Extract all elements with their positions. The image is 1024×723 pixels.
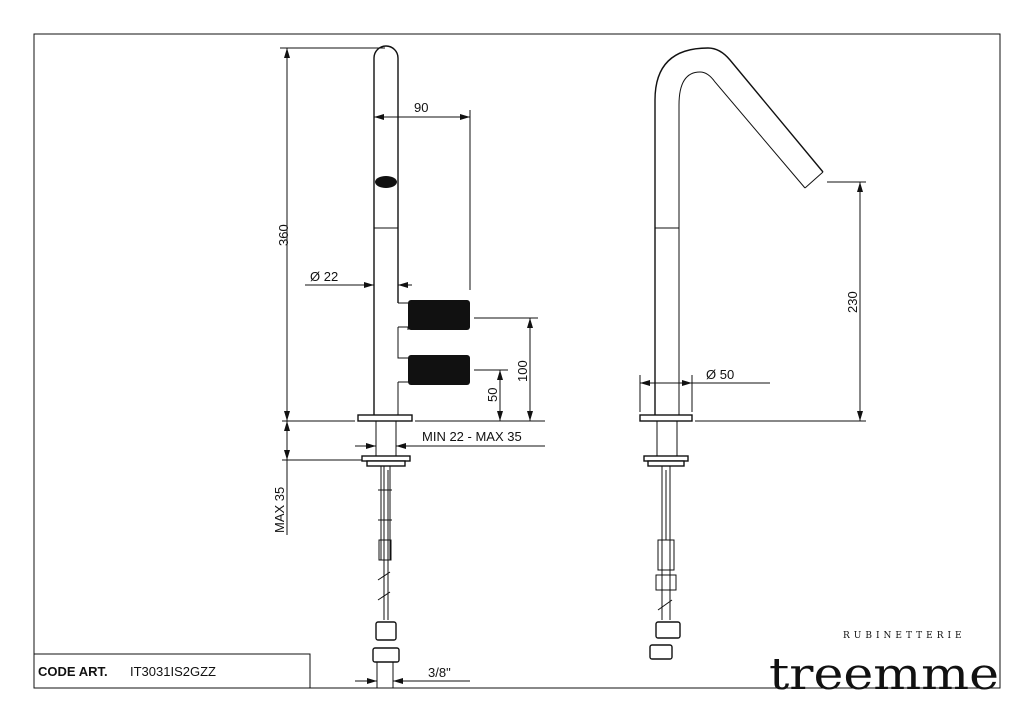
brand-logo: RUBINETTERIE treemme <box>769 631 999 700</box>
upper-handle <box>408 300 470 330</box>
dim-deck-thickness: MIN 22 - MAX 35 <box>422 429 522 444</box>
code-label: CODE ART. <box>38 664 108 679</box>
code-value: IT3031IS2GZZ <box>130 664 216 679</box>
dim-spout-height: 230 <box>845 291 860 313</box>
front-view-faucet <box>357 45 470 663</box>
dim-tube-diameter: Ø 22 <box>310 269 338 284</box>
dim-max-deck: MAX 35 <box>272 487 287 533</box>
lower-handle <box>408 355 470 385</box>
logo-brand: treemme <box>769 649 999 700</box>
front-view-dimensions: 360 90 Ø 22 100 50 MIN 22 - MAX 35 MAX 3… <box>272 47 545 688</box>
dim-hose-connection: 3/8" <box>428 665 451 680</box>
sheet-border <box>33 33 1001 689</box>
sensor-icon <box>375 176 397 188</box>
title-block: CODE ART. IT3031IS2GZZ <box>33 653 311 689</box>
side-view-dimensions: 230 Ø 50 <box>639 181 866 422</box>
dim-base-diameter: Ø 50 <box>706 367 734 382</box>
dim-total-height: 360 <box>276 224 291 246</box>
side-view-faucet <box>639 47 824 660</box>
dim-lower-handle: 50 <box>485 388 500 402</box>
dim-spout-reach: 90 <box>414 100 428 115</box>
logo-tagline: RUBINETTERIE <box>843 631 966 641</box>
dim-upper-handle: 100 <box>515 360 530 382</box>
